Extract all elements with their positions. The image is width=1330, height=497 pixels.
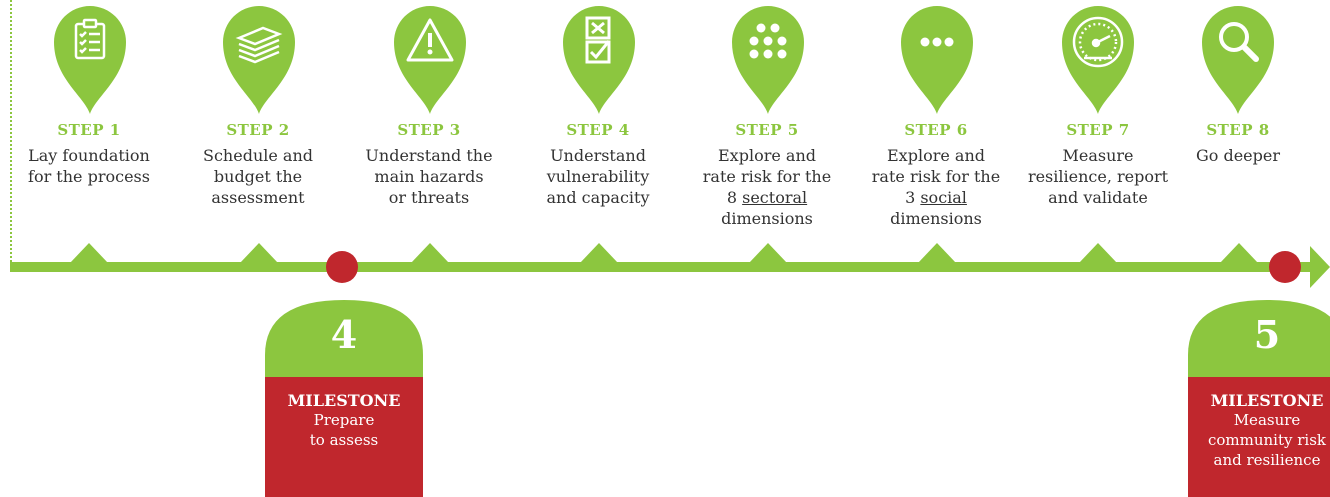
- step-2-description: Schedule and budget the assessment: [178, 145, 338, 208]
- step-marker: [411, 243, 449, 263]
- milestone-4-box: MILESTONE Prepare to assess: [265, 377, 423, 497]
- step-4-title: STEP 4: [566, 121, 630, 139]
- step-5-line: Explore and: [718, 146, 816, 165]
- step-marker: [580, 243, 618, 263]
- milestone-4-dome: [265, 300, 423, 377]
- milestone-5-label: MILESTONE: [1210, 391, 1324, 410]
- step-3-line: main hazards: [374, 167, 484, 186]
- step-7-line: resilience, report: [1027, 167, 1169, 186]
- step-7-title: STEP 7: [1066, 121, 1130, 139]
- step-6-description: Explore and rate risk for the 3 social d…: [856, 145, 1016, 229]
- step-6-title: STEP 6: [904, 121, 968, 139]
- step-8-title: STEP 8: [1206, 121, 1270, 139]
- step-1-line: Lay foundation: [28, 146, 150, 165]
- step-3-title: STEP 3: [397, 121, 461, 139]
- step-5-underlined-word: sectoral: [742, 188, 808, 207]
- step-5-title: STEP 5: [735, 121, 799, 139]
- timeline-arrowhead: [1310, 246, 1330, 288]
- step-4-line: Understand: [550, 146, 646, 165]
- warning-triangle-icon: [394, 6, 466, 114]
- milestone-5-dome: [1188, 300, 1330, 377]
- milestone-4-number: 4: [330, 312, 358, 357]
- clipboard-checklist-icon: [54, 6, 126, 114]
- milestone-5-line: Measure: [1233, 411, 1301, 429]
- milestone-4-dot: [326, 251, 358, 283]
- step-1-description: Lay foundation for the process: [9, 145, 169, 187]
- step-marker: [1079, 243, 1117, 263]
- step-6-line: 3: [905, 188, 921, 207]
- step-1-title: STEP 1: [57, 121, 121, 139]
- milestone-5-line: community risk: [1207, 431, 1327, 449]
- milestone-5-line: and resilience: [1213, 451, 1321, 469]
- milestone-4-line: Prepare: [313, 411, 375, 429]
- step-4-line: and capacity: [546, 188, 650, 207]
- step-2-line: assessment: [211, 188, 305, 207]
- step-7-line: Measure: [1062, 146, 1134, 165]
- ellipsis-icon: [901, 6, 973, 114]
- start-dotted-line: [10, 0, 12, 266]
- step-7-description: Measure resilience, report and validate: [1018, 145, 1178, 208]
- step-marker: [918, 243, 956, 263]
- step-marker: [240, 243, 278, 263]
- gauge-icon: [1062, 6, 1134, 114]
- step-5-line: rate risk for the: [702, 167, 832, 186]
- step-8-line: Go deeper: [1195, 146, 1281, 165]
- milestone-5-content: MILESTONE Measure community risk and res…: [1188, 391, 1330, 470]
- step-2-line: Schedule and: [203, 146, 313, 165]
- step-7-line: and validate: [1048, 188, 1148, 207]
- magnifier-icon: [1202, 6, 1274, 114]
- step-marker: [70, 243, 108, 263]
- step-5-line: 8: [726, 188, 743, 207]
- step-4-line: vulnerability: [546, 167, 650, 186]
- step-3-line: Understand the: [365, 146, 493, 165]
- milestone-4-line: to assess: [309, 431, 379, 449]
- step-marker: [1220, 243, 1258, 263]
- step-6-line: rate risk for the: [871, 167, 1001, 186]
- step-4-description: Understand vulnerability and capacity: [518, 145, 678, 208]
- checkbox-icon: [563, 6, 635, 114]
- dot-grid-icon: [732, 6, 804, 114]
- step-6-line: Explore and: [887, 146, 985, 165]
- milestone-4-label: MILESTONE: [287, 391, 401, 410]
- step-3-description: Understand the main hazards or threats: [349, 145, 509, 208]
- milestone-5-box: MILESTONE Measure community risk and res…: [1188, 377, 1330, 497]
- step-5-description: Explore and rate risk for the 8 sectoral…: [687, 145, 847, 229]
- money-stack-icon: [223, 6, 295, 114]
- step-3-line: or threats: [388, 188, 470, 207]
- milestone-5-number: 5: [1253, 312, 1281, 357]
- milestone-5-dot: [1269, 251, 1301, 283]
- step-markers: [70, 243, 1258, 263]
- step-2-title: STEP 2: [226, 121, 290, 139]
- step-5-line: dimensions: [721, 209, 813, 228]
- step-marker: [749, 243, 787, 263]
- step-1-line: for the process: [28, 167, 150, 186]
- step-6-underlined-word: social: [920, 188, 967, 207]
- timeline-bar: [10, 262, 1315, 272]
- step-6-line: dimensions: [890, 209, 982, 228]
- step-2-line: budget the: [213, 167, 303, 186]
- step-8-description: Go deeper: [1158, 145, 1318, 166]
